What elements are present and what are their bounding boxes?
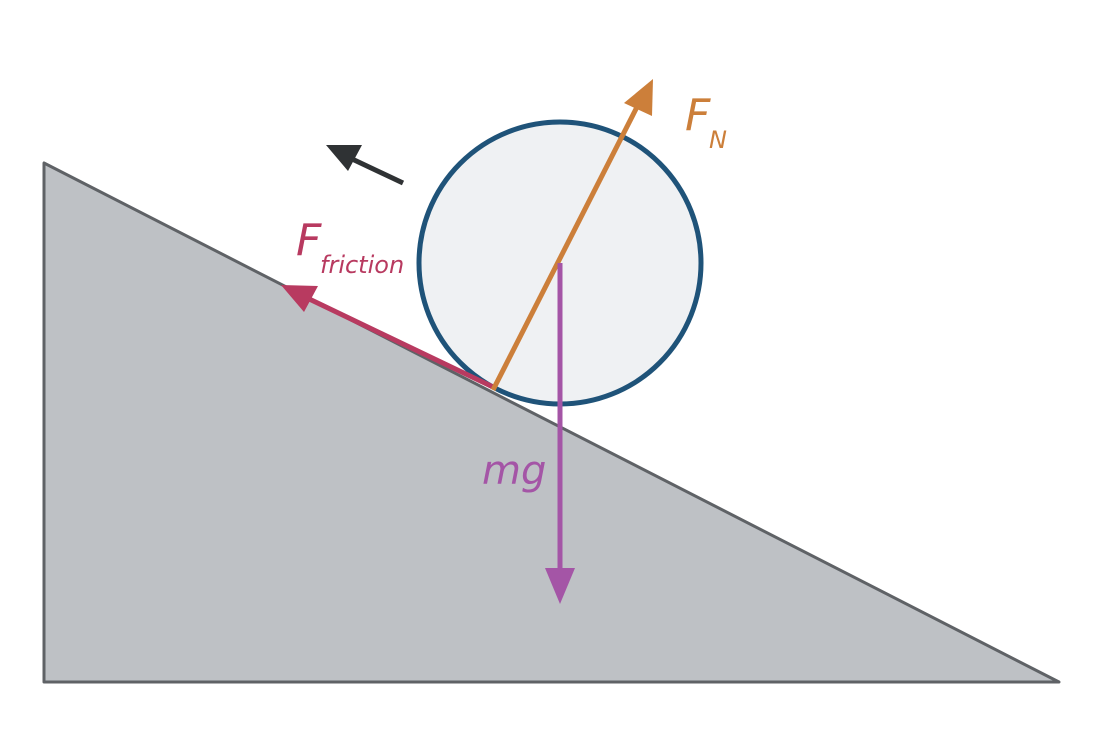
friction-force-arrow <box>281 285 495 390</box>
normal-force-label: F N <box>685 90 727 154</box>
gravity-force-label: mg <box>482 448 546 494</box>
friction-force-label: F friction <box>296 215 404 279</box>
gravity-force-arrow <box>545 263 575 604</box>
friction-force-symbol: F <box>296 215 322 266</box>
motion-direction-arrow <box>326 145 405 186</box>
friction-force-subscript: friction <box>320 251 404 279</box>
normal-force-arrow <box>490 79 653 392</box>
normal-force-subscript: N <box>709 126 727 154</box>
normal-force-symbol: F <box>685 90 711 141</box>
